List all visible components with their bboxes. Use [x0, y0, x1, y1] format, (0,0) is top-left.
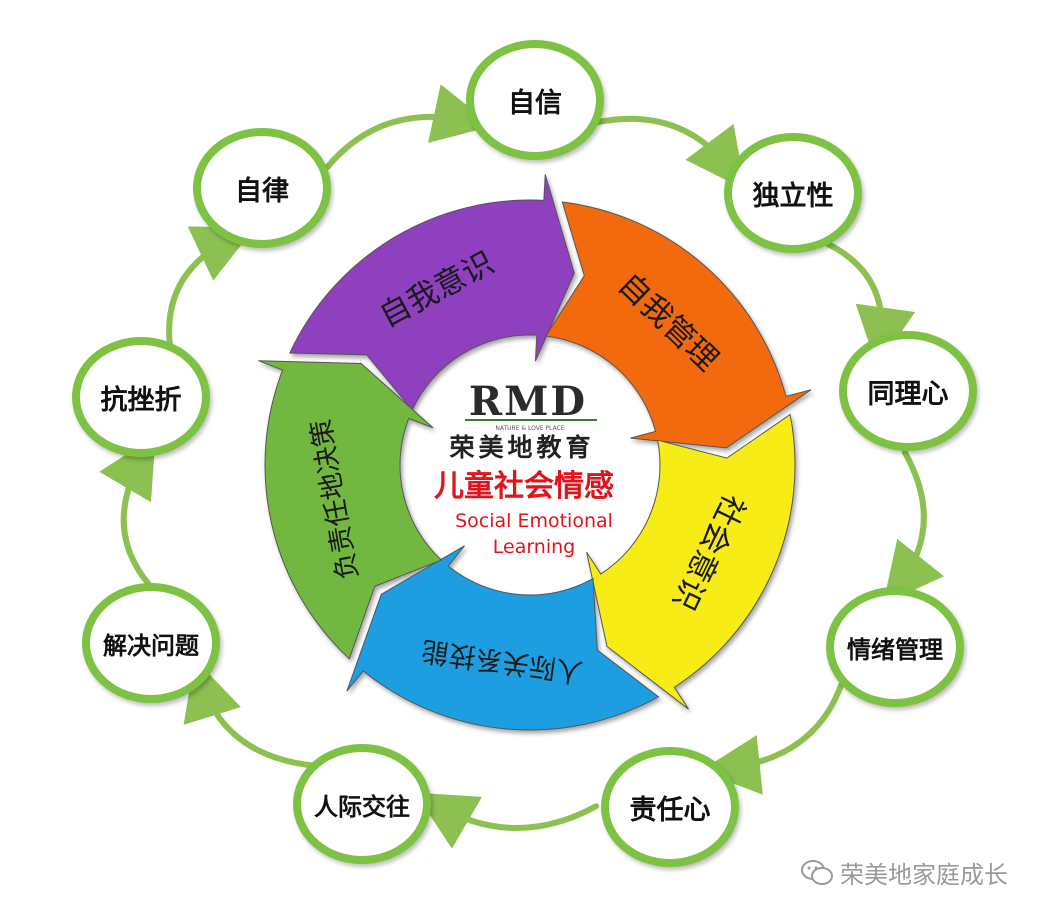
node-problem-solving: 解决问题 — [82, 583, 220, 703]
node-empathy: 同理心 — [839, 331, 977, 451]
connector-arrow — [183, 658, 315, 769]
segment-relationship-skills — [346, 545, 660, 731]
segment-social-awareness — [586, 413, 796, 710]
node-resilience: 抗挫折 — [72, 337, 210, 457]
connector-arrow — [324, 84, 493, 170]
watermark: 荣美地家庭成长 — [800, 855, 1008, 890]
node-label: 同理心 — [867, 378, 949, 410]
node-label: 自律 — [235, 175, 289, 207]
node-label: 抗挫折 — [100, 384, 182, 416]
connector-arrow — [883, 449, 945, 605]
center-title-en-2: Learning — [493, 536, 576, 558]
node-emotion-management: 情绪管理 — [826, 587, 964, 707]
node-label: 责任心 — [629, 794, 711, 826]
node-label: 解决问题 — [103, 631, 199, 660]
inner-cycle — [258, 174, 812, 731]
connector-arrow — [817, 237, 916, 368]
outer-connectors — [99, 84, 945, 849]
node-label: 情绪管理 — [847, 635, 943, 664]
connector-arrow — [99, 435, 156, 587]
center-title-en-1: Social Emotional — [455, 510, 613, 532]
connector-arrow — [166, 226, 255, 350]
logo-underline — [465, 419, 597, 421]
node-self-discipline: 自律 — [193, 128, 331, 248]
logo-tagline: NATURE & LOVE PLACE — [495, 425, 564, 432]
node-independence: 独立性 — [724, 133, 862, 253]
node-confidence: 自信 — [466, 40, 604, 160]
node-label: 自信 — [508, 87, 562, 119]
segment-responsible-decision — [258, 360, 443, 660]
node-responsibility: 责任心 — [601, 747, 739, 867]
center-title-cn: 儿童社会情感 — [434, 469, 614, 504]
connector-arrow — [593, 115, 746, 190]
brand-name: 荣美地教育 — [449, 433, 594, 462]
node-social-interaction: 人际交往 — [293, 744, 431, 864]
connector-arrow — [415, 792, 600, 849]
node-label: 独立性 — [752, 180, 834, 212]
segment-self-management — [544, 201, 812, 449]
connector-arrow — [700, 682, 844, 795]
chat-bubble-icon — [801, 859, 833, 885]
center-logo: RMD NATURE & LOVE PLACE — [465, 378, 597, 432]
watermark-text: 荣美地家庭成长 — [840, 861, 1008, 889]
node-label: 人际交往 — [314, 792, 410, 821]
segment-self-awareness — [289, 174, 575, 411]
logo-text: RMD — [469, 378, 587, 425]
